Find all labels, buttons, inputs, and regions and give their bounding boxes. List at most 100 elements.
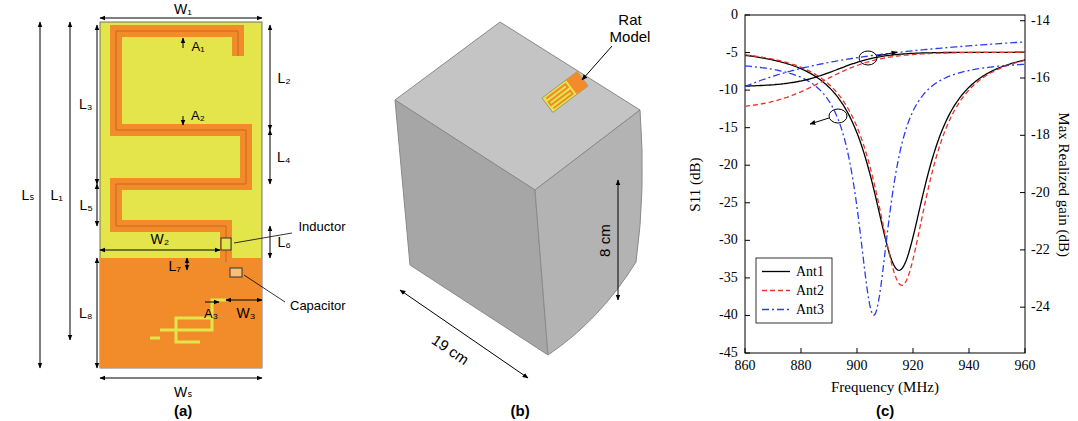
dimension-arrow bbox=[270, 130, 271, 184]
tick bbox=[857, 348, 858, 353]
tick-label: 900 bbox=[847, 358, 868, 374]
dimension-label: L₁ bbox=[51, 187, 64, 203]
tick-label: 920 bbox=[903, 358, 924, 374]
tick-label: -20 bbox=[1031, 185, 1050, 201]
capacitor-symbol bbox=[230, 268, 242, 277]
legend-sample bbox=[762, 271, 790, 272]
tick bbox=[1020, 78, 1025, 79]
tick bbox=[745, 240, 750, 241]
dimension-label: L₈ bbox=[79, 305, 93, 321]
component-label: Capacitor bbox=[290, 299, 346, 314]
dimension-label: A₂ bbox=[191, 109, 205, 124]
dimension-arrow bbox=[40, 22, 41, 368]
dimension-arrow bbox=[226, 300, 262, 301]
tick-label: -24 bbox=[1031, 299, 1050, 315]
component-label: Inductor bbox=[299, 220, 346, 235]
annotation-arrow bbox=[877, 52, 897, 56]
dimension-label: A₃ bbox=[204, 307, 218, 322]
axis-title: Frequency (MHz) bbox=[831, 379, 939, 396]
dimension-lines bbox=[40, 18, 618, 378]
dimension-label: Lₛ bbox=[22, 187, 35, 203]
gain-curve bbox=[745, 42, 1025, 87]
tick-label: -30 bbox=[719, 232, 738, 248]
axis-title: S11 (dB) bbox=[687, 157, 704, 211]
dimension-arrow bbox=[70, 22, 71, 340]
dimension-label: L₆ bbox=[278, 234, 291, 250]
legend-sample bbox=[762, 290, 790, 291]
tick-label: -5 bbox=[726, 45, 738, 61]
dimension-label: A₁ bbox=[192, 40, 205, 55]
tick-label: -14 bbox=[1031, 13, 1050, 29]
tick bbox=[1020, 20, 1025, 21]
dimension-arrow bbox=[270, 226, 271, 258]
tick bbox=[745, 165, 750, 166]
tick-label: -20 bbox=[719, 157, 738, 173]
callout-label: Rat Model bbox=[604, 11, 656, 46]
dimension-label: W₃ bbox=[237, 305, 256, 321]
dimension-arrow bbox=[100, 378, 262, 379]
tick bbox=[1020, 135, 1025, 136]
dimension-arrow bbox=[97, 258, 98, 368]
tick-label: 880 bbox=[791, 358, 812, 374]
dimension-arrow bbox=[97, 184, 98, 226]
dimension-label: L₂ bbox=[278, 70, 291, 86]
gain-curve bbox=[745, 52, 1025, 106]
plot-frame bbox=[745, 15, 1025, 353]
substrate bbox=[100, 22, 262, 368]
tick bbox=[1020, 307, 1025, 308]
tick-label: -16 bbox=[1031, 70, 1050, 86]
implant-antenna bbox=[542, 72, 588, 113]
inductor-symbol bbox=[221, 238, 231, 250]
tick bbox=[745, 127, 750, 128]
dimension-label: W₁ bbox=[174, 1, 192, 17]
tick-label: -10 bbox=[719, 82, 738, 98]
legend-box bbox=[756, 258, 832, 323]
tick bbox=[745, 90, 750, 91]
tick-label: -25 bbox=[719, 195, 738, 211]
tick bbox=[801, 348, 802, 353]
dimension-arrow bbox=[205, 302, 219, 303]
tick bbox=[745, 15, 750, 16]
tick-label: 0 bbox=[731, 7, 738, 23]
panel-label: (c) bbox=[876, 402, 894, 419]
dimension-label: 19 cm bbox=[428, 330, 471, 367]
s11-curve bbox=[745, 55, 1025, 270]
tick-label: -18 bbox=[1031, 127, 1050, 143]
tick bbox=[745, 202, 750, 203]
dimension-label: L₅ bbox=[80, 197, 93, 213]
ground-plane bbox=[100, 258, 262, 368]
dimension-arrow bbox=[100, 250, 220, 251]
legend-label: Ant2 bbox=[796, 283, 824, 299]
tick-label: 860 bbox=[735, 358, 756, 374]
tick bbox=[1020, 249, 1025, 250]
dimension-label: L₄ bbox=[277, 149, 291, 165]
tick bbox=[745, 353, 750, 354]
tick bbox=[745, 52, 750, 53]
annotation-ellipse bbox=[859, 51, 877, 65]
leader-line bbox=[244, 275, 285, 302]
dimension-label: 8 cm bbox=[595, 224, 612, 257]
leader-line bbox=[582, 46, 612, 80]
panel-label: (b) bbox=[511, 402, 530, 419]
feed-slot bbox=[150, 300, 226, 342]
dimension-label: W₂ bbox=[151, 231, 170, 247]
panel-label: (a) bbox=[174, 402, 192, 419]
tick bbox=[1025, 348, 1026, 353]
chart bbox=[745, 15, 1025, 353]
dimension-arrow bbox=[100, 18, 262, 19]
tick-label: -40 bbox=[719, 307, 738, 323]
legend-label: Ant1 bbox=[796, 264, 824, 280]
rat-side bbox=[395, 100, 548, 355]
meander-line bbox=[116, 31, 246, 262]
dimension-arrow bbox=[97, 25, 98, 184]
tick bbox=[913, 348, 914, 353]
dimension-arrow bbox=[270, 25, 271, 130]
legend-label: Ant3 bbox=[796, 302, 824, 318]
tick bbox=[1020, 192, 1025, 193]
dimension-arrow bbox=[183, 38, 184, 48]
dimension-arrow bbox=[400, 290, 528, 378]
tick-label: -22 bbox=[1031, 242, 1050, 258]
dimension-label: L₇ bbox=[169, 258, 182, 274]
